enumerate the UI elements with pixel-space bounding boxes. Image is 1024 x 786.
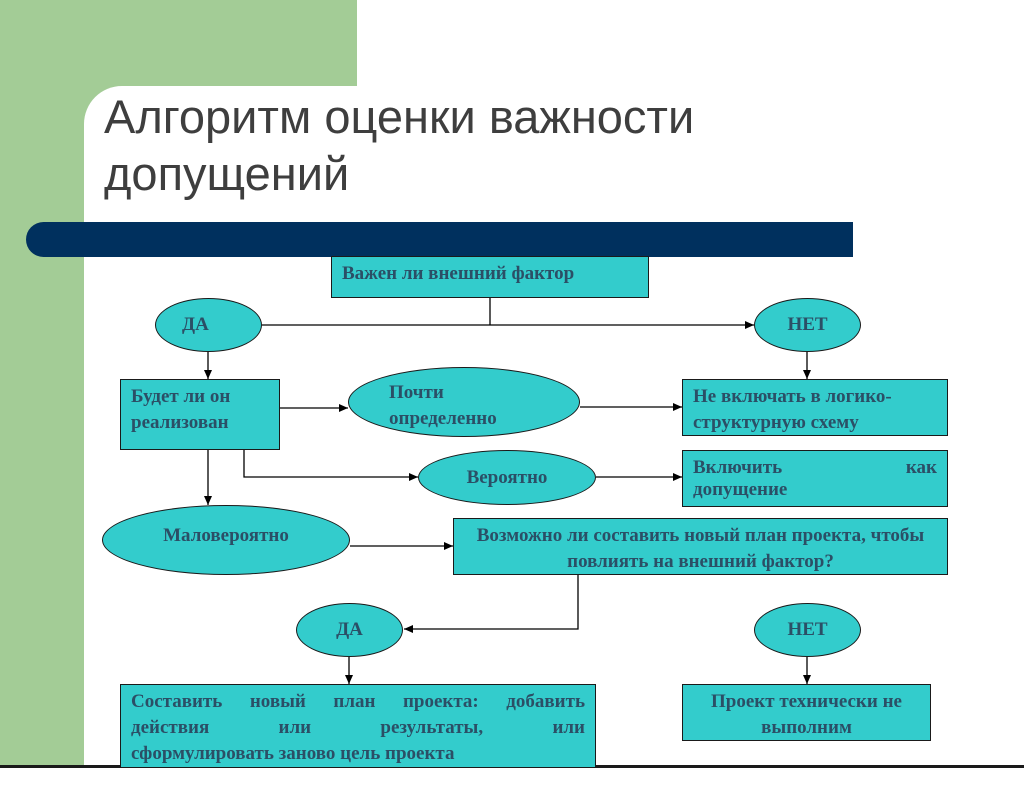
node-yes-1-text: ДА (182, 314, 209, 335)
node-no-2-text: НЕТ (787, 619, 828, 640)
background-top-strip (357, 0, 1024, 86)
node-question-new-plan: Возможно ли составить новый план проекта… (453, 518, 948, 575)
node-unlikely: Маловероятно (102, 505, 350, 575)
node-include-as-assumption: Включить как допущение (682, 450, 948, 507)
node-new-plan-line-1: Составить новый план проекта: добавить (131, 691, 585, 712)
flow-connectors (204, 298, 811, 684)
node-question-new-plan-text: Возможно ли составить новый план проекта… (476, 525, 925, 572)
node-exclude-from-logframe: Не включать в логико-структурную схему (682, 379, 948, 436)
node-almost-certain: Почти определенно (348, 367, 580, 437)
node-no-1-text: НЕТ (787, 314, 828, 335)
node-no-2: НЕТ (754, 603, 861, 657)
node-exclude-from-logframe-text: Не включать в логико-структурную схему (693, 386, 892, 433)
node-not-feasible-text: Проект технически не выполним (711, 691, 902, 738)
node-unlikely-text: Маловероятно (163, 525, 289, 546)
connector-newplan-question-to-yes2 (404, 575, 579, 633)
node-new-plan-line-2: действия или результаты, или (131, 717, 585, 738)
node-question-external-factor: Важен ли внешний фактор (331, 256, 649, 298)
node-almost-certain-text: Почти определенно (389, 382, 497, 429)
node-not-feasible: Проект технически не выполним (682, 684, 931, 741)
title-underline-bar (26, 222, 853, 257)
node-question-realized-text: Будет ли он реализован (131, 386, 231, 433)
node-new-plan-line-3: сформулировать заново цель проекта (131, 743, 455, 764)
node-question-external-factor-text: Важен ли внешний фактор (342, 263, 575, 284)
node-include-line-1: Включить как (693, 457, 937, 478)
node-new-plan: Составить новый план проекта: добавить д… (120, 684, 596, 768)
node-probably: Вероятно (418, 450, 596, 505)
node-include-line-2: допущение (693, 479, 788, 500)
slide-title: Алгоритм оценки важности допущений (104, 90, 695, 200)
node-yes-1: ДА (155, 298, 262, 352)
node-yes-2: ДА (296, 603, 403, 657)
node-probably-text: Вероятно (466, 466, 548, 488)
node-question-realized: Будет ли он реализован (120, 379, 280, 450)
node-yes-2-text: ДА (336, 619, 363, 640)
connector-realized-to-probably (243, 450, 418, 481)
node-no-1: НЕТ (754, 298, 861, 352)
